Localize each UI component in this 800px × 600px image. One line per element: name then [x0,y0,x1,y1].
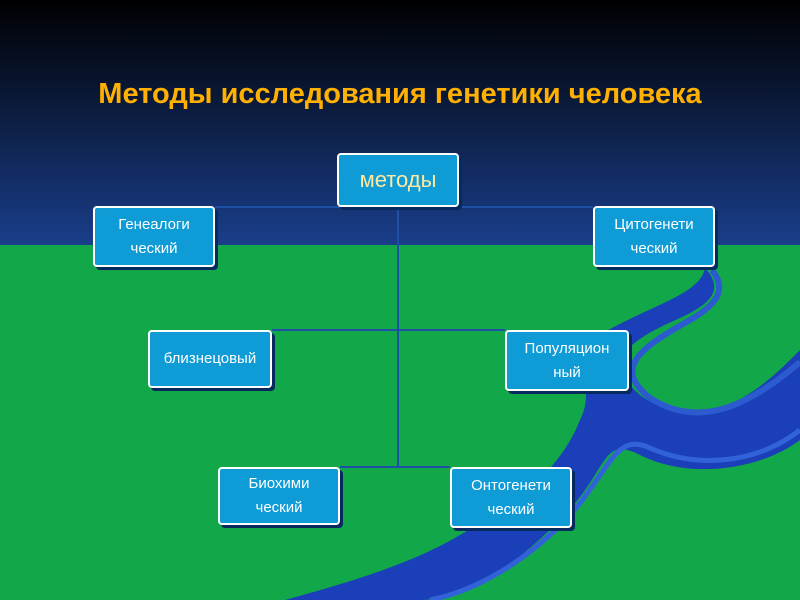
slide-title: Методы исследования генетики человека [98,78,702,110]
node-ontogenetic-line-1: Онтогенети [471,476,551,494]
node-methods: методы [337,153,459,207]
node-methods-label: методы [359,167,437,192]
node-biochemical: Биохими ческий [218,467,340,525]
node-biochemical-line-1: Биохими [248,475,310,492]
river-highlight-lower [429,428,800,600]
node-population-line-1: Популяцион [524,339,610,357]
node-ontogenetic-line-2: ческий [487,500,535,518]
node-population: Популяцион ный [505,330,629,391]
node-genealogical: Генеалоги ческий [93,206,215,267]
river-highlight [629,268,800,416]
node-genealogical-line-2: ческий [130,239,178,257]
node-population-line-2: ный [553,363,581,381]
node-ontogenetic: Онтогенети ческий [450,467,572,528]
node-genealogical-line-1: Генеалоги [118,215,190,233]
connectors [215,206,593,468]
node-twin: близнецовый [148,330,272,388]
node-cytogenetic: Цитогенети ческий [593,206,715,267]
node-twin-line-1: близнецовый [163,350,257,367]
node-biochemical-line-2: ческий [255,499,303,516]
node-cytogenetic-line-2: ческий [630,239,678,257]
river [285,268,800,600]
node-cytogenetic-line-1: Цитогенети [614,215,694,233]
